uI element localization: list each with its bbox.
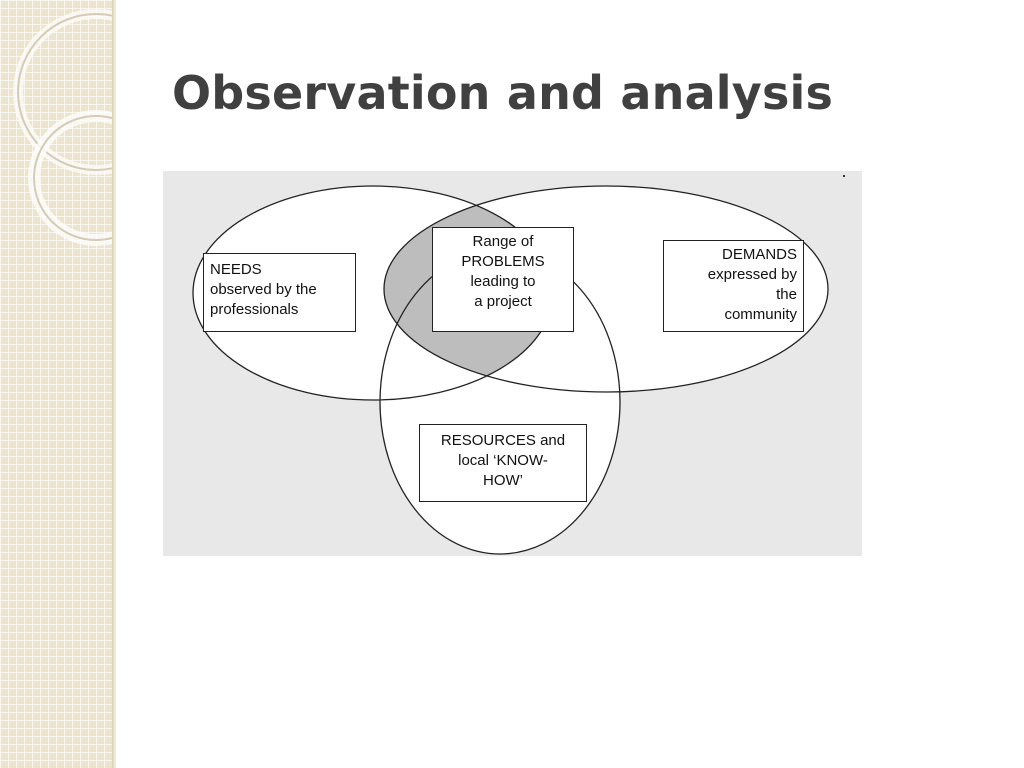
problems-box: Range of PROBLEMS leading to a project	[432, 227, 574, 332]
strip-edge-divider	[112, 0, 116, 768]
resources-box: RESOURCES and local ‘KNOW- HOW’	[419, 424, 587, 502]
needs-box: NEEDS observed by the professionals	[203, 253, 356, 332]
demands-box: DEMANDS expressed by the community	[663, 240, 804, 332]
decorative-side-strip	[0, 0, 112, 768]
venn-diagram: NEEDS observed by the professionals Rang…	[163, 171, 862, 556]
decorative-circles-icon	[13, 9, 112, 246]
stray-dot	[843, 175, 845, 177]
slide-title: Observation and analysis	[172, 66, 834, 120]
